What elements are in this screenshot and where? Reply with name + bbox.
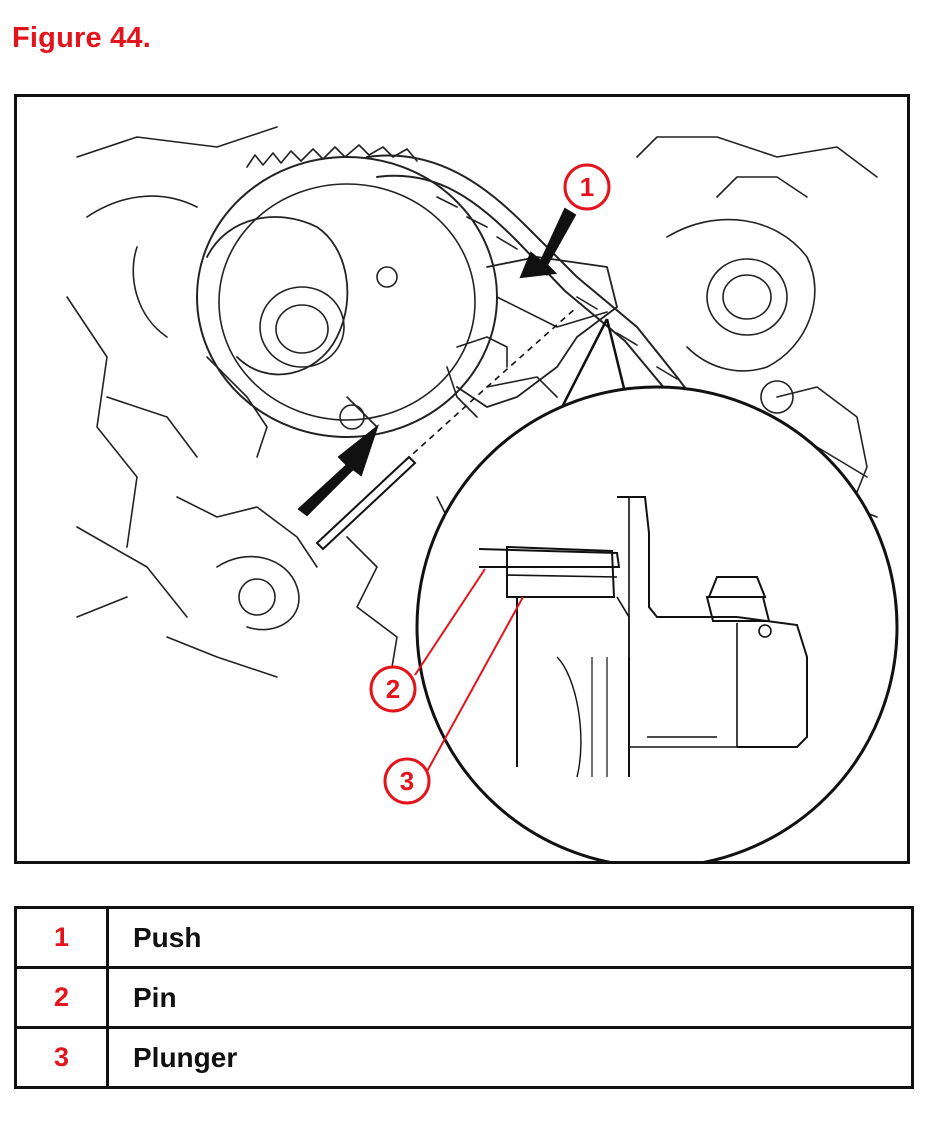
callout-2-label: 2 xyxy=(386,674,400,704)
legend-label: Push xyxy=(106,906,914,969)
legend-number: 3 xyxy=(14,1026,109,1089)
legend-row: 1 Push xyxy=(14,906,914,969)
callout-2: 2 xyxy=(369,665,417,713)
legend-label: Plunger xyxy=(106,1026,914,1089)
legend-row: 2 Pin xyxy=(14,966,914,1029)
callout-3: 3 xyxy=(383,757,431,805)
figure-illustration: 1 2 3 xyxy=(14,94,910,864)
callout-1: 1 xyxy=(563,163,611,211)
legend-number: 1 xyxy=(14,906,109,969)
legend-table: 1 Push 2 Pin 3 Plunger xyxy=(14,906,914,1089)
figure-title: Figure 44. xyxy=(12,22,151,54)
callout-1-label: 1 xyxy=(580,172,594,202)
legend-row: 3 Plunger xyxy=(14,1026,914,1089)
callout-3-label: 3 xyxy=(400,766,414,796)
legend-number: 2 xyxy=(14,966,109,1029)
timing-chain-drawing: 1 2 3 xyxy=(66,126,899,861)
legend-label: Pin xyxy=(106,966,914,1029)
